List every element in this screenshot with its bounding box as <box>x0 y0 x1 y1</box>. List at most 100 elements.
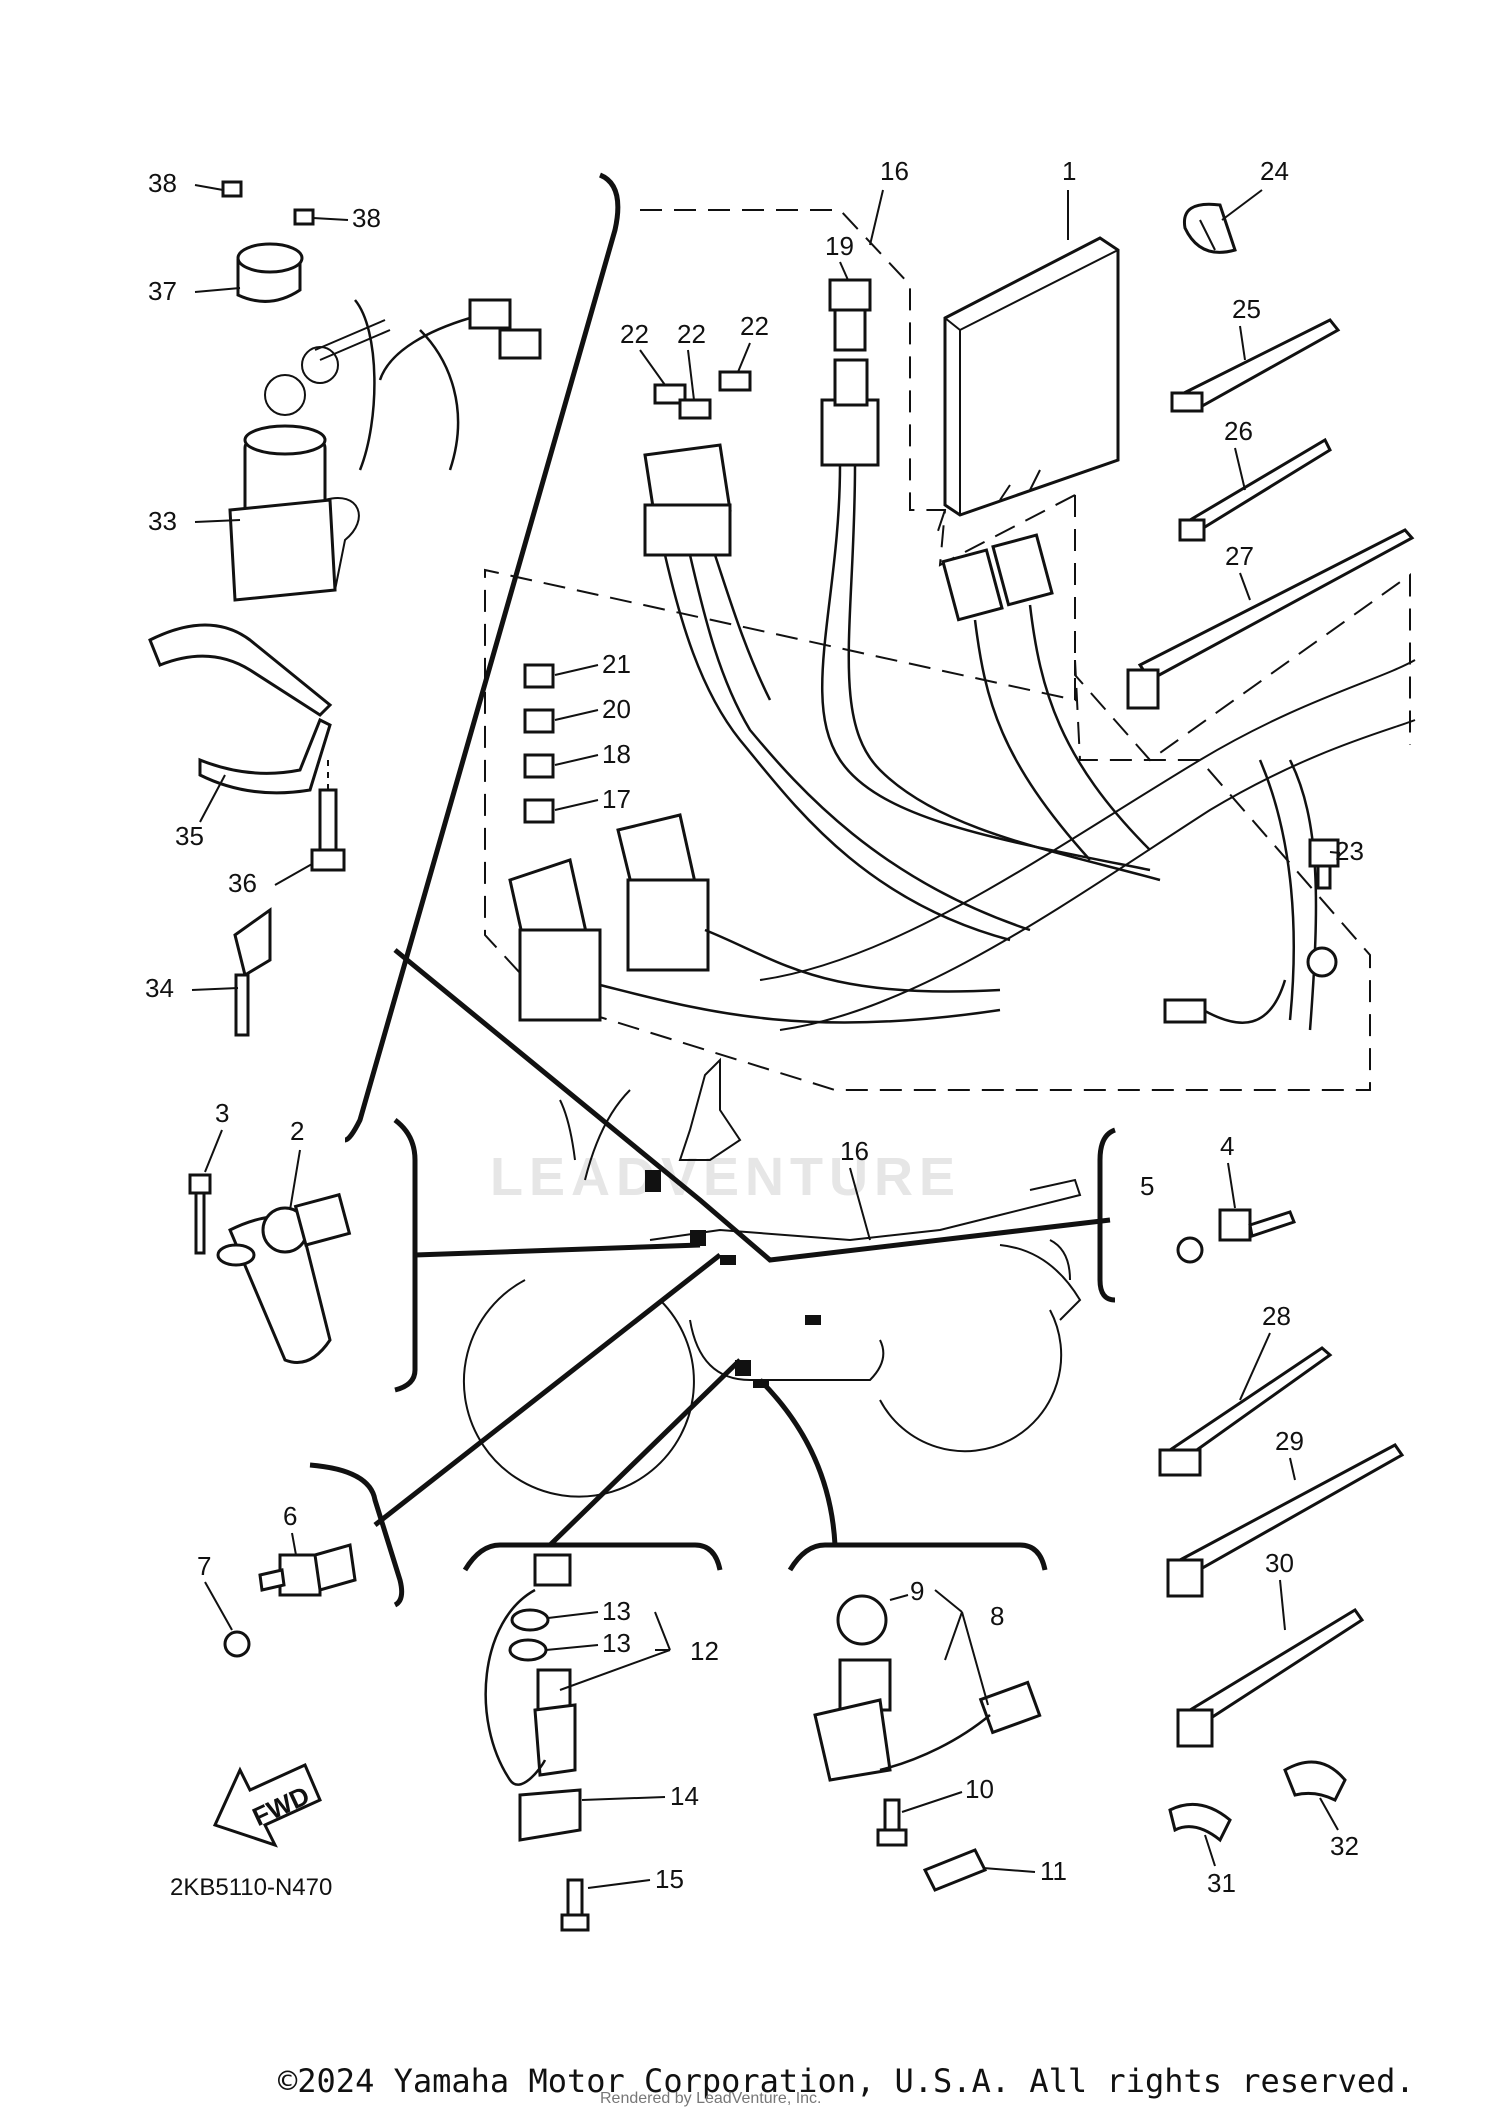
callout-leader <box>1234 447 1246 491</box>
fwd-arrow-icon: FWD <box>212 1763 322 1848</box>
callout-number: 37 <box>148 276 177 306</box>
callout-number: 1 <box>1062 156 1076 186</box>
bolt-15 <box>560 1878 590 1932</box>
callout-number: 31 <box>1207 1868 1236 1898</box>
callout-leader <box>869 189 884 246</box>
clamp-24 <box>1182 202 1237 254</box>
bracket-sensor-4 <box>1097 1127 1116 1303</box>
callout-leader <box>194 519 241 523</box>
bracket-sensor-8 <box>787 1542 1048 1572</box>
callout-leader <box>1289 1457 1296 1481</box>
o-ring-13b <box>508 1638 548 1662</box>
callout-leader <box>291 1532 297 1556</box>
callout-leader <box>1221 189 1263 221</box>
callout-leader <box>1204 1834 1216 1867</box>
bracket-top-left <box>344 172 621 1143</box>
callout-leader <box>199 774 226 823</box>
washer-5 <box>1176 1236 1204 1264</box>
callout-number: 25 <box>1232 294 1261 324</box>
cable-tie-26 <box>1178 437 1332 542</box>
callout-number: 13 <box>602 1596 631 1626</box>
callout-number: 16 <box>880 156 909 186</box>
motorcycle-silhouette <box>462 1057 1082 1498</box>
rendered-by-credit: Rendered by LeadVenture, Inc. <box>600 2090 822 2107</box>
sensor-12 <box>484 1553 582 1842</box>
callout-leader <box>1239 572 1251 601</box>
large-relays <box>508 813 1001 1024</box>
sensor-4 <box>1218 1208 1296 1242</box>
main-harness-trunk <box>759 659 1416 1031</box>
callout-number: 36 <box>228 868 257 898</box>
callout-number: 38 <box>148 168 177 198</box>
callout-number: 9 <box>910 1576 924 1606</box>
callout-number: 32 <box>1330 1831 1359 1861</box>
callout-leader <box>274 863 313 886</box>
callout-leader <box>687 349 695 401</box>
callout-number: 22 <box>620 319 649 349</box>
relay-connector <box>820 358 1161 882</box>
callout-number: 2 <box>290 1116 304 1146</box>
bracket-sensor-6 <box>309 1462 405 1608</box>
callout-number: 5 <box>1140 1171 1154 1201</box>
callout-leader <box>1279 1579 1286 1631</box>
callout-number: 35 <box>175 821 204 851</box>
washer-7 <box>223 1630 251 1658</box>
cable-tie-29 <box>1166 1443 1405 1598</box>
callout-leader <box>194 184 224 191</box>
callout-number: 22 <box>740 311 769 341</box>
fuse-box <box>643 443 1031 942</box>
key-cylinder-37 <box>221 180 315 303</box>
bracket-sensor-2 <box>393 1118 418 1393</box>
callout-leader <box>194 287 241 293</box>
callout-number: 13 <box>602 1628 631 1658</box>
callout-leader <box>312 217 349 221</box>
callout-leader <box>587 1879 651 1889</box>
ignition-switch-33 <box>228 424 360 602</box>
leader-lines <box>373 948 1111 1547</box>
callout-number: 29 <box>1275 1426 1304 1456</box>
callout-leader <box>204 1581 233 1631</box>
callout-leader <box>554 799 599 811</box>
bracket-35 <box>148 623 333 795</box>
callout-leader <box>204 1129 223 1173</box>
watermark-text: LEADVENTURE <box>490 1147 961 1207</box>
copyright-notice: ©2024 Yamaha Motor Corporation, U.S.A. A… <box>278 2062 1415 2100</box>
ecu-connectors <box>941 533 1151 861</box>
callout-number: 12 <box>690 1636 719 1666</box>
ecu-unit <box>943 236 1120 517</box>
callout-number: 11 <box>1040 1856 1067 1886</box>
callout-number: 17 <box>602 784 631 814</box>
bracket-sensor-12 <box>462 1542 723 1572</box>
callout-number: 23 <box>1335 836 1364 866</box>
cable-tie-30 <box>1176 1607 1365 1748</box>
callout-number: 10 <box>965 1774 994 1804</box>
callout-leader <box>934 1589 989 1706</box>
ignition-wires <box>354 298 542 471</box>
relay-19 <box>828 278 872 352</box>
cable-tie-25 <box>1170 318 1341 413</box>
callout-number: 7 <box>197 1551 211 1581</box>
callout-leader <box>1239 325 1246 361</box>
clamp-11 <box>922 1848 988 1892</box>
callout-number: 24 <box>1260 156 1289 186</box>
callout-leader <box>554 754 599 766</box>
cable-tie-27 <box>1126 528 1415 710</box>
callout-number: 34 <box>145 973 174 1003</box>
callout-number: 27 <box>1225 541 1254 571</box>
callout-leader <box>1227 1162 1236 1209</box>
callout-leader <box>982 1867 1036 1873</box>
callout-leader <box>737 342 751 373</box>
callout-number: 19 <box>825 231 854 261</box>
bolt-10 <box>876 1798 908 1847</box>
callout-number: 21 <box>602 649 631 679</box>
callout-number: 38 <box>352 203 381 233</box>
cable-tie-28 <box>1158 1346 1333 1477</box>
diagram-code: 2KB5110-N470 <box>170 1874 332 1901</box>
callout-leader <box>191 987 239 991</box>
callout-number: 22 <box>677 319 706 349</box>
callout-number: 8 <box>990 1601 1004 1631</box>
callout-number: 28 <box>1262 1301 1291 1331</box>
callout-number: 4 <box>1220 1131 1234 1161</box>
